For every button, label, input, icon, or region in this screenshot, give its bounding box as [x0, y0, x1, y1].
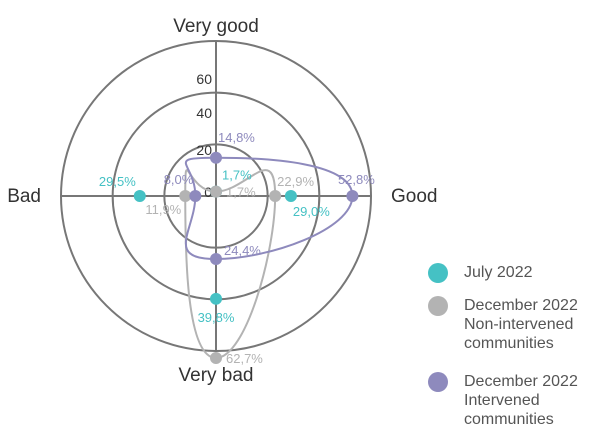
legend-swatch	[428, 372, 448, 392]
axis-label-very-bad: Very bad	[179, 365, 254, 386]
legend-label: Non-intervened	[464, 316, 574, 333]
data-point	[210, 151, 222, 164]
legend-label: communities	[464, 411, 554, 428]
data-label: 29,0%	[293, 204, 330, 219]
data-label: 1,7%	[226, 185, 256, 200]
data-point	[210, 351, 222, 364]
r-tick-label: 0	[204, 184, 212, 200]
data-label: 22,9%	[277, 174, 314, 189]
data-point	[179, 190, 192, 202]
data-label: 39,8%	[198, 310, 235, 325]
r-tick-label: 60	[196, 71, 212, 87]
data-label: 24,4%	[224, 243, 261, 258]
data-point	[210, 253, 222, 266]
data-label: 8,0%	[164, 172, 194, 187]
legend-swatch	[428, 296, 448, 316]
legend-label: December 2022	[464, 297, 578, 314]
data-point	[210, 292, 222, 305]
data-label: 29,5%	[99, 174, 136, 189]
data-label: 52,8%	[338, 172, 375, 187]
legend-swatch	[428, 263, 448, 283]
legend-label: December 2022	[464, 373, 578, 390]
data-label: 1,7%	[222, 168, 252, 183]
r-tick-label: 20	[196, 142, 212, 158]
data-point	[284, 190, 297, 202]
legend-label: July 2022	[464, 264, 533, 281]
data-point	[269, 190, 282, 202]
data-label: 62,7%	[226, 351, 263, 366]
legend-label: Intervened	[464, 392, 540, 409]
data-point	[189, 190, 202, 202]
data-point	[346, 190, 359, 202]
data-label: 14,8%	[218, 130, 255, 145]
axis-label-bad: Bad	[7, 186, 41, 207]
axis-label-good: Good	[391, 186, 437, 207]
data-label: 11,9%	[145, 202, 181, 217]
data-point	[133, 190, 146, 202]
legend-label: communities	[464, 335, 554, 352]
data-point	[210, 185, 222, 198]
axis-label-very-good: Very good	[173, 16, 259, 37]
r-tick-label: 40	[196, 105, 212, 121]
series-curve	[184, 156, 354, 261]
